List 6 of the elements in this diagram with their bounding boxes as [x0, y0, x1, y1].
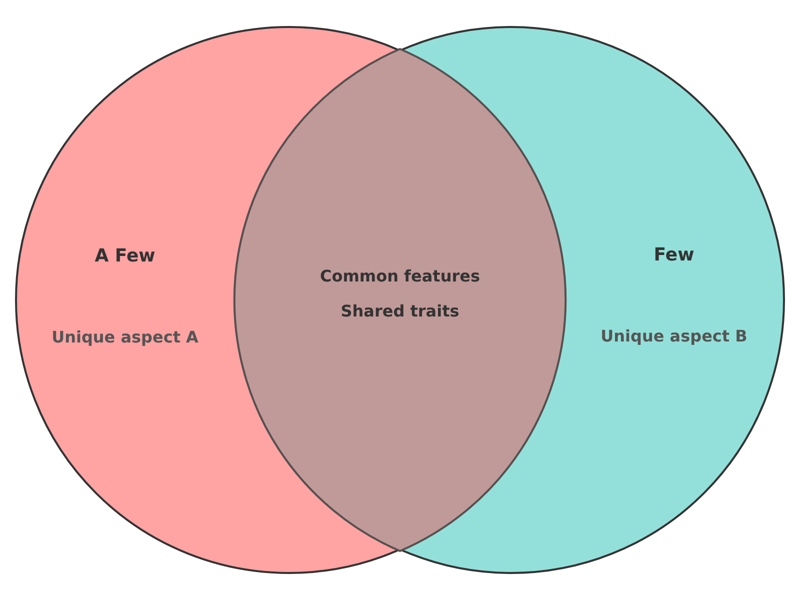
set-description: Unique aspect A: [52, 328, 198, 346]
set-title: Few: [654, 244, 694, 266]
set-title: A Few: [94, 246, 156, 266]
set-description: Unique aspect B: [600, 326, 748, 346]
overlap-text: Common features: [320, 266, 480, 286]
overlap-text: Shared traits: [340, 302, 460, 320]
